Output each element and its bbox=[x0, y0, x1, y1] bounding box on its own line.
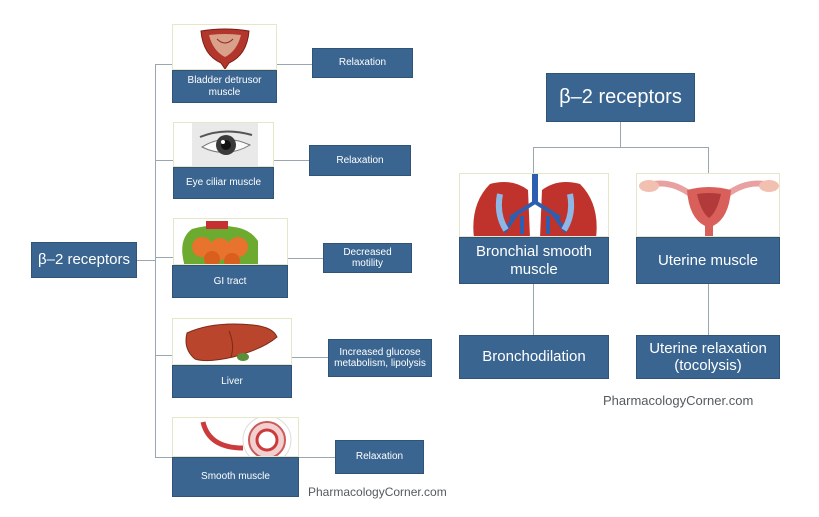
effect-box-smooth-muscle: Relaxation bbox=[335, 440, 424, 474]
uterus-image bbox=[636, 173, 780, 237]
connector-line bbox=[276, 64, 313, 65]
connector-line bbox=[155, 64, 173, 65]
effect-box-uterine-relaxation: Uterine relaxation (tocolysis) bbox=[636, 335, 780, 379]
uterus-icon bbox=[639, 180, 779, 236]
right-root-box: β–2 receptors bbox=[546, 73, 695, 122]
connector-line bbox=[708, 147, 709, 173]
intestine-icon bbox=[182, 221, 258, 264]
connector-line bbox=[155, 257, 173, 258]
connector-line bbox=[533, 147, 534, 173]
connector-line bbox=[299, 457, 336, 458]
blood-vessel-icon bbox=[200, 418, 292, 456]
organ-box-bladder: Bladder detrusor muscle bbox=[172, 70, 277, 103]
gi-image bbox=[173, 218, 288, 265]
connector-line bbox=[155, 160, 173, 161]
organ-box-eye: Eye ciliar muscle bbox=[173, 167, 274, 199]
connector-line bbox=[136, 260, 156, 261]
effect-box-gi: Decreased motility bbox=[323, 243, 412, 273]
left-root-box: β–2 receptors bbox=[31, 242, 137, 278]
watermark-left: PharmacologyCorner.com bbox=[308, 485, 447, 499]
organ-box-gi: GI tract bbox=[172, 265, 288, 298]
connector-line bbox=[533, 284, 534, 335]
effect-box-bronchodilation: Bronchodilation bbox=[459, 335, 609, 379]
lungs-image bbox=[459, 173, 609, 237]
eye-image bbox=[173, 122, 274, 167]
organ-box-uterine: Uterine muscle bbox=[636, 237, 780, 284]
eye-icon bbox=[192, 123, 258, 166]
connector-line bbox=[155, 355, 173, 356]
organ-box-smooth-muscle: Smooth muscle bbox=[172, 457, 299, 497]
bladder-icon bbox=[200, 28, 250, 69]
connector-line bbox=[292, 357, 328, 358]
liver-image bbox=[172, 318, 292, 365]
watermark-right: PharmacologyCorner.com bbox=[603, 393, 754, 408]
connector-line bbox=[155, 457, 173, 458]
effect-box-eye: Relaxation bbox=[309, 145, 411, 176]
effect-box-liver: Increased glucose metabolism, lipolysis bbox=[328, 339, 432, 377]
liver-icon bbox=[185, 323, 278, 362]
lungs-icon bbox=[473, 174, 597, 236]
connector-line bbox=[288, 258, 324, 259]
connector-line bbox=[708, 284, 709, 335]
effect-box-bladder: Relaxation bbox=[312, 48, 413, 78]
bladder-image bbox=[172, 24, 277, 70]
connector-line bbox=[155, 64, 156, 458]
smooth-muscle-image bbox=[172, 417, 299, 457]
connector-line bbox=[533, 147, 709, 148]
organ-box-bronchial: Bronchial smooth muscle bbox=[459, 237, 609, 284]
organ-box-liver: Liver bbox=[172, 365, 292, 398]
connector-line bbox=[620, 122, 621, 148]
connector-line bbox=[274, 160, 310, 161]
